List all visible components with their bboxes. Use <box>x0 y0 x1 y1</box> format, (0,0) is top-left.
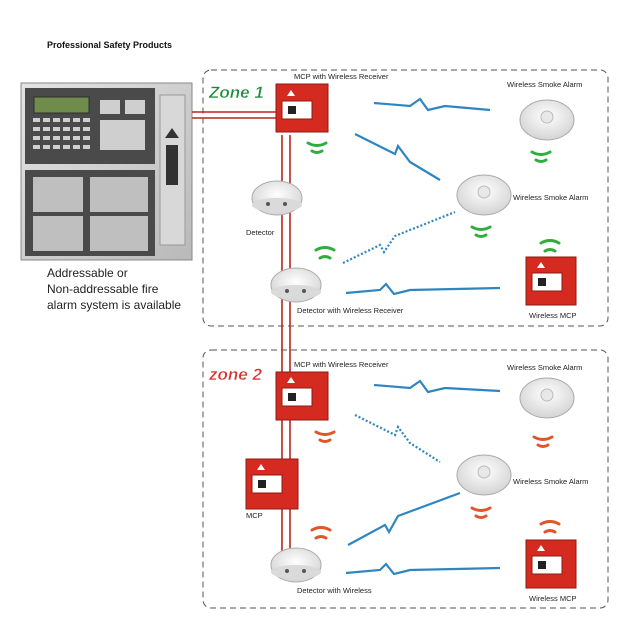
zone-2-mcp <box>245 458 299 510</box>
zone-1-mcp-wave-icon <box>306 141 328 154</box>
zone-1-smoke-alarm-top <box>519 99 575 141</box>
zone-2-label: zone 2 <box>208 365 262 384</box>
zone-2-detector-wave-icon <box>310 526 332 540</box>
zone-1-smoke-alarm-mid-label: Wireless Smoke Alarm <box>513 193 588 202</box>
zone-2-smoke-alarm-top-label: Wireless Smoke Alarm <box>507 363 582 372</box>
zone-1-wireless-mcp-label: Wireless MCP <box>529 311 577 320</box>
zone-1-smoke-alarm-mid <box>456 174 512 216</box>
zone-1-detector-receiver-label: Detector with Wireless Receiver <box>297 306 404 315</box>
zone-2-smoke-mid-wave-icon <box>470 506 492 519</box>
zone-2-wireless-mcp <box>525 539 577 589</box>
zone-2-boundary <box>202 349 609 609</box>
zone-1-smoke-top-wave-icon <box>530 150 552 163</box>
zone-1-signals <box>342 97 501 296</box>
zone-2-mcp-label: MCP <box>246 511 263 520</box>
zone-1-smoke-alarm-top-label: Wireless Smoke Alarm <box>507 80 582 89</box>
zone-2-wireless-mcp-wave-icon <box>539 520 561 534</box>
zone-1-mcp-receiver <box>275 83 329 133</box>
zone-2-detector-wireless-label: Detector with Wireless <box>297 586 372 595</box>
zone-2-mcp-receiver-label: MCP with Wireless Receiver <box>294 360 389 369</box>
page-title: Professional Safety Products <box>47 40 172 50</box>
panel-desc-line-2: Non-addressable fire <box>47 282 159 296</box>
zone-2-smoke-alarm-mid-label: Wireless Smoke Alarm <box>513 477 588 486</box>
zone-1-detector <box>251 180 303 216</box>
panel-description: Addressable or Non-addressable fire alar… <box>47 266 181 312</box>
zone-1-detector-label: Detector <box>246 228 275 237</box>
zone-1-wireless-mcp <box>525 256 577 306</box>
zone-2-smoke-alarm-mid <box>456 454 512 496</box>
zone-1-wireless-mcp-wave-icon <box>539 239 561 253</box>
panel-desc-line-1: Addressable or <box>47 266 128 280</box>
panel-desc-line-3: alarm system is available <box>47 298 181 312</box>
zone-1-label: Zone 1 <box>208 83 264 102</box>
zone-2-smoke-alarm-top <box>519 377 575 419</box>
zone-2-detector-wireless <box>270 547 322 583</box>
zone-1-smoke-mid-wave-icon <box>470 225 492 238</box>
zone-1-mcp-receiver-label: MCP with Wireless Receiver <box>294 72 389 81</box>
zone-1-detector-wave-icon <box>314 246 336 260</box>
zone-2-smoke-top-wave-icon <box>532 435 554 448</box>
zone-2-mcp-wave-icon <box>314 430 336 443</box>
control-panel <box>20 82 193 261</box>
zone-2-signals <box>345 379 501 576</box>
zone-1-boundary <box>202 69 609 327</box>
zone-2-mcp-receiver <box>275 371 329 421</box>
zone-1-detector-receiver <box>270 267 322 303</box>
zone-2-wireless-mcp-label: Wireless MCP <box>529 594 577 603</box>
